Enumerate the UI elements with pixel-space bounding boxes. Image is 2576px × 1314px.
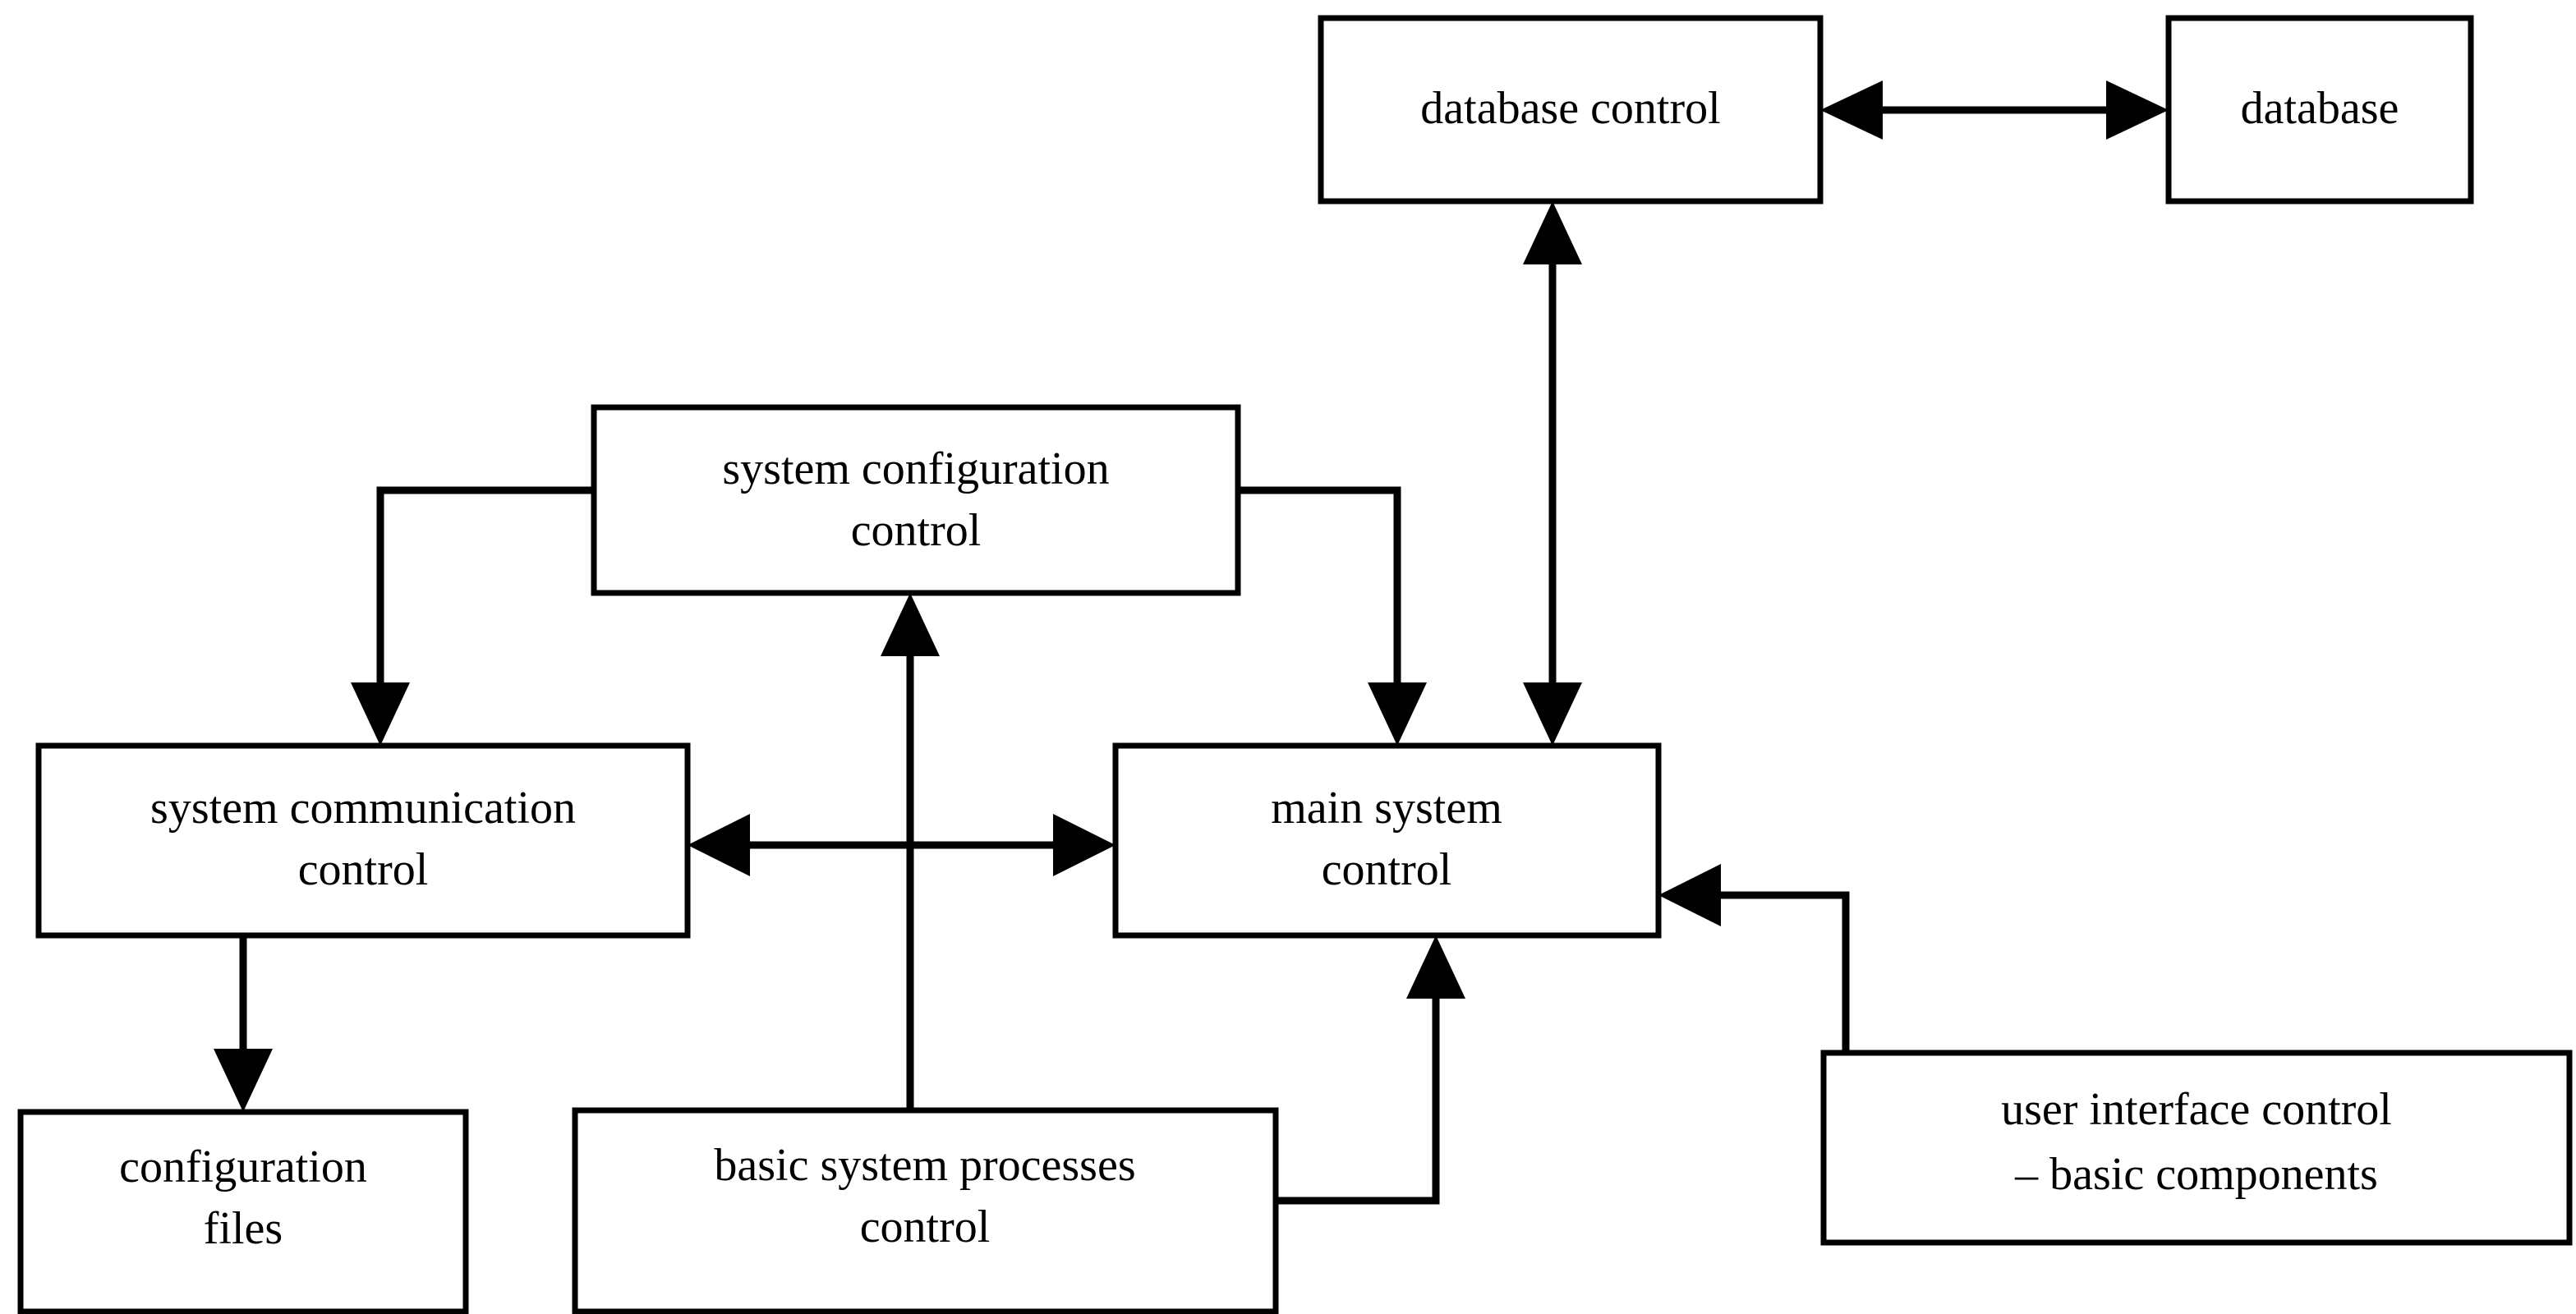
node-label-line-1: basic system processes xyxy=(714,1140,1135,1191)
node-label-line-1: configuration xyxy=(119,1142,367,1192)
connection-user-interface-control-to-main-system-control xyxy=(1658,864,1850,1053)
node-configuration-files[interactable]: configuration files xyxy=(17,1109,469,1314)
node-label-line-2: control xyxy=(298,844,429,895)
node-box[interactable] xyxy=(572,1107,1279,1314)
arrowhead-left xyxy=(688,814,750,876)
connection-system-configuration-control-to-system-communication-control xyxy=(351,486,594,746)
node-label-line-1: database control xyxy=(1420,83,1720,134)
connection-system-communication-control-to-main-system-control xyxy=(688,814,1116,876)
node-main-system-control[interactable]: main system control xyxy=(1112,742,1662,939)
node-user-interface-control[interactable]: user interface control – basic component… xyxy=(1820,1050,2573,1246)
node-label-line-1: system communication xyxy=(150,783,576,834)
arrowhead-up xyxy=(881,593,940,656)
node-label-line-1: main system xyxy=(1271,783,1502,834)
arrowhead-right xyxy=(2106,80,2169,140)
connector-line xyxy=(1276,965,1440,1205)
node-label-line-2: control xyxy=(851,505,982,556)
node-label-line-1: database xyxy=(2241,83,2399,134)
node-label-line-1: user interface control xyxy=(2001,1084,2392,1135)
node-box[interactable] xyxy=(35,742,691,939)
arrowhead-right xyxy=(1053,814,1116,876)
connection-basic-system-processes-control-to-system-configuration-control xyxy=(881,593,940,1110)
connector-line xyxy=(1690,891,1850,1053)
connection-system-configuration-control-to-main-system-control xyxy=(1238,486,1427,746)
node-label-line-2: control xyxy=(1322,844,1452,895)
node-box[interactable] xyxy=(2165,15,2474,204)
connection-main-system-control-to-database-control xyxy=(1523,201,1582,746)
node-label-line-2: files xyxy=(204,1203,283,1254)
arrowhead-down xyxy=(1368,682,1427,746)
arrowhead-left xyxy=(1820,80,1883,140)
connection-basic-system-processes-control-to-main-system-control xyxy=(1276,935,1465,1205)
node-box[interactable] xyxy=(1112,742,1662,939)
node-database[interactable]: database xyxy=(2165,15,2474,204)
node-label-line-2: – basic components xyxy=(2014,1149,2378,1200)
node-label-line-2: control xyxy=(860,1201,991,1252)
node-box[interactable] xyxy=(1318,15,1824,204)
connector-line xyxy=(1238,486,1401,714)
node-database-control[interactable]: database control xyxy=(1318,15,1824,204)
connector-line xyxy=(376,486,594,714)
connection-database-control-to-database xyxy=(1820,80,2169,140)
node-label-line-1: system configuration xyxy=(722,443,1109,494)
arrowhead-up xyxy=(1406,935,1465,999)
arrowhead-down xyxy=(1523,682,1582,746)
arrowhead-up xyxy=(1523,201,1582,264)
arrowhead-down xyxy=(214,1049,273,1112)
node-box[interactable] xyxy=(1820,1050,2573,1246)
node-system-configuration-control[interactable]: system configuration control xyxy=(591,404,1241,596)
node-basic-system-processes-control[interactable]: basic system processes control xyxy=(572,1107,1279,1314)
arrowhead-down xyxy=(351,682,410,746)
node-box[interactable] xyxy=(591,404,1241,596)
node-box[interactable] xyxy=(17,1109,469,1314)
node-system-communication-control[interactable]: system communication control xyxy=(35,742,691,939)
connection-system-communication-control-to-configuration-files xyxy=(214,935,273,1112)
arrowhead-left xyxy=(1658,864,1721,926)
